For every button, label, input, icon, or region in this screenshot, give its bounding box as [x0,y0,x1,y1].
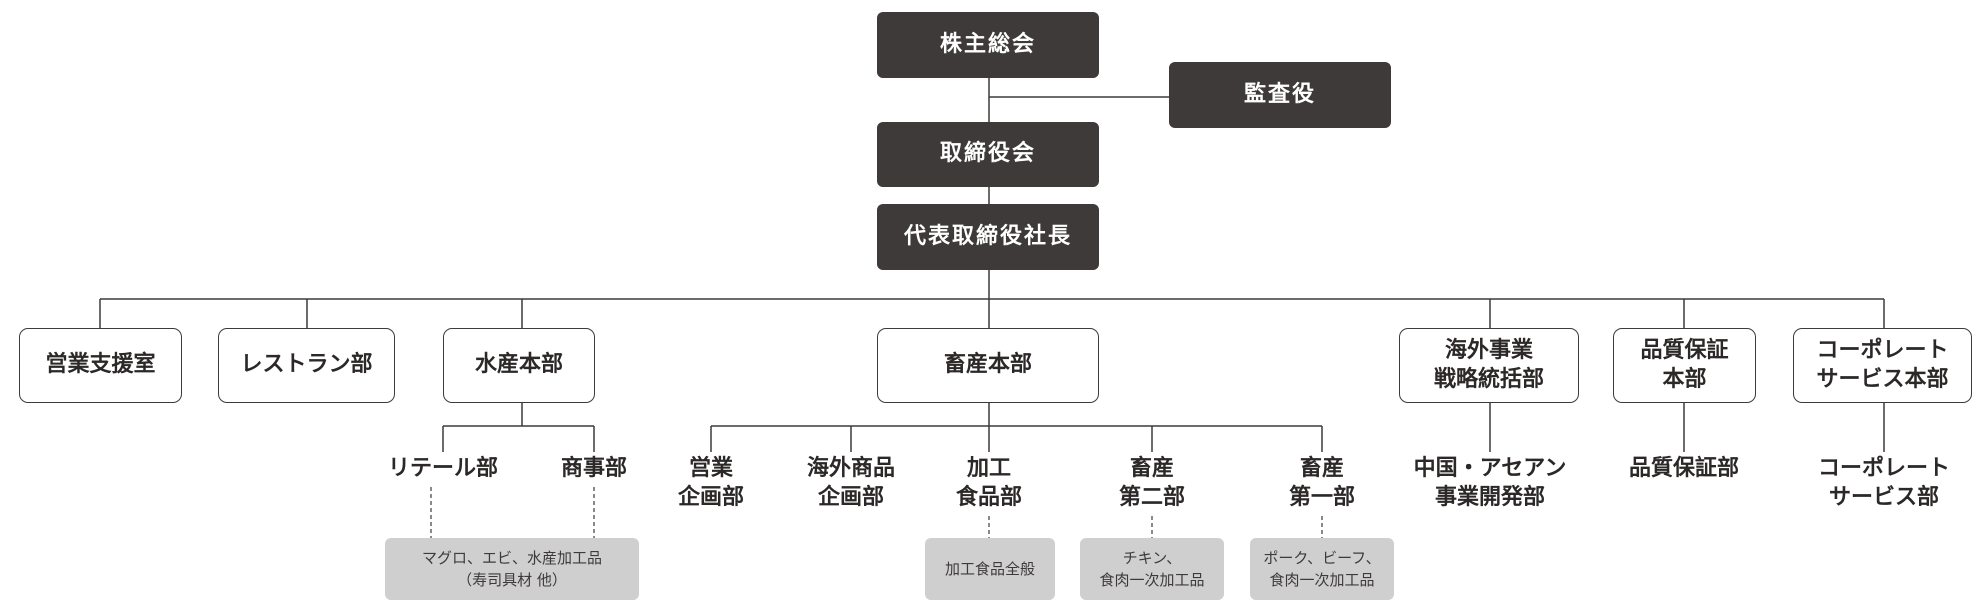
livestock-first-dept-label: 畜産 第一部 [1272,452,1372,516]
restaurant-dept-box: レストラン部 [218,328,395,403]
overseas-products-planning-dept-label: 海外商品 企画部 [791,452,911,516]
quality-assurance-division-box: 品質保証 本部 [1613,328,1756,403]
marine-products-box: マグロ、エビ、水産加工品 （寿司具材 他） [385,538,639,600]
china-asean-dept-label: 中国・アセアン 事業開発部 [1405,452,1575,516]
shareholders-meeting-box: 株主総会 [877,12,1099,78]
auditor-box: 監査役 [1169,62,1391,128]
sales-planning-dept-label: 営業 企画部 [661,452,761,516]
overseas-strategy-box: 海外事業 戦略統括部 [1399,328,1579,403]
livestock-division-box: 畜産本部 [877,328,1099,403]
corporate-services-division-box: コーポレート サービス本部 [1793,328,1972,403]
sales-support-office-box: 営業支援室 [19,328,182,403]
livestock-second-dept-label: 畜産 第二部 [1102,452,1202,516]
processed-foods-dept-label: 加工 食品部 [939,452,1039,516]
chicken-products-box: チキン、 食肉一次加工品 [1080,538,1224,600]
president-box: 代表取締役社長 [877,204,1099,270]
trading-dept-label: 商事部 [546,452,642,487]
corporate-services-dept-label: コーポレート サービス部 [1804,452,1964,516]
processed-foods-products-box: 加工食品全般 [925,538,1055,600]
board-of-directors-box: 取締役会 [877,122,1099,187]
quality-assurance-dept-label: 品質保証部 [1609,452,1759,487]
retail-dept-label: リテール部 [376,452,510,487]
marine-division-box: 水産本部 [443,328,595,403]
pork-beef-products-box: ポーク、ビーフ、 食肉一次加工品 [1250,538,1394,600]
